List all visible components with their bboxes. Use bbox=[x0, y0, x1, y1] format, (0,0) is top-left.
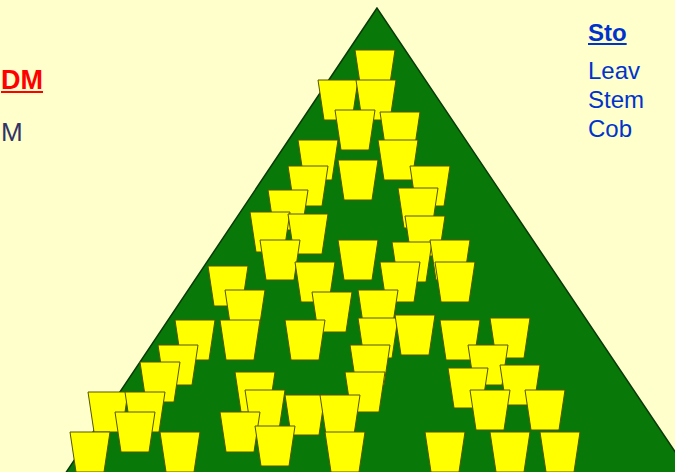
yellow-bucket bbox=[425, 432, 465, 472]
yellow-bucket bbox=[325, 432, 365, 472]
yellow-bucket bbox=[490, 432, 530, 472]
heading-text: DM bbox=[1, 66, 43, 96]
yellow-bucket bbox=[338, 160, 378, 200]
item-text: Cob bbox=[588, 116, 632, 142]
yellow-bucket bbox=[338, 240, 378, 280]
item-text: Leav bbox=[588, 58, 640, 84]
yellow-bucket bbox=[540, 432, 580, 472]
heading-text: Sto bbox=[588, 20, 627, 46]
yellow-bucket bbox=[335, 110, 375, 150]
yellow-bucket bbox=[435, 262, 475, 302]
yellow-bucket bbox=[395, 315, 435, 355]
yellow-bucket bbox=[470, 390, 510, 430]
yellow-bucket bbox=[255, 426, 295, 466]
yellow-bucket bbox=[525, 390, 565, 430]
yellow-bucket bbox=[285, 320, 325, 360]
item-text: Stem bbox=[588, 87, 644, 113]
yellow-bucket bbox=[115, 412, 155, 452]
yellow-bucket bbox=[220, 320, 260, 360]
yellow-bucket bbox=[220, 412, 260, 452]
yellow-bucket bbox=[320, 395, 360, 435]
item-text: M bbox=[1, 118, 23, 147]
yellow-bucket bbox=[260, 240, 300, 280]
yellow-bucket bbox=[160, 432, 200, 472]
green-pyramid bbox=[65, 8, 675, 472]
bucket-group bbox=[70, 50, 580, 472]
yellow-bucket bbox=[70, 432, 110, 472]
